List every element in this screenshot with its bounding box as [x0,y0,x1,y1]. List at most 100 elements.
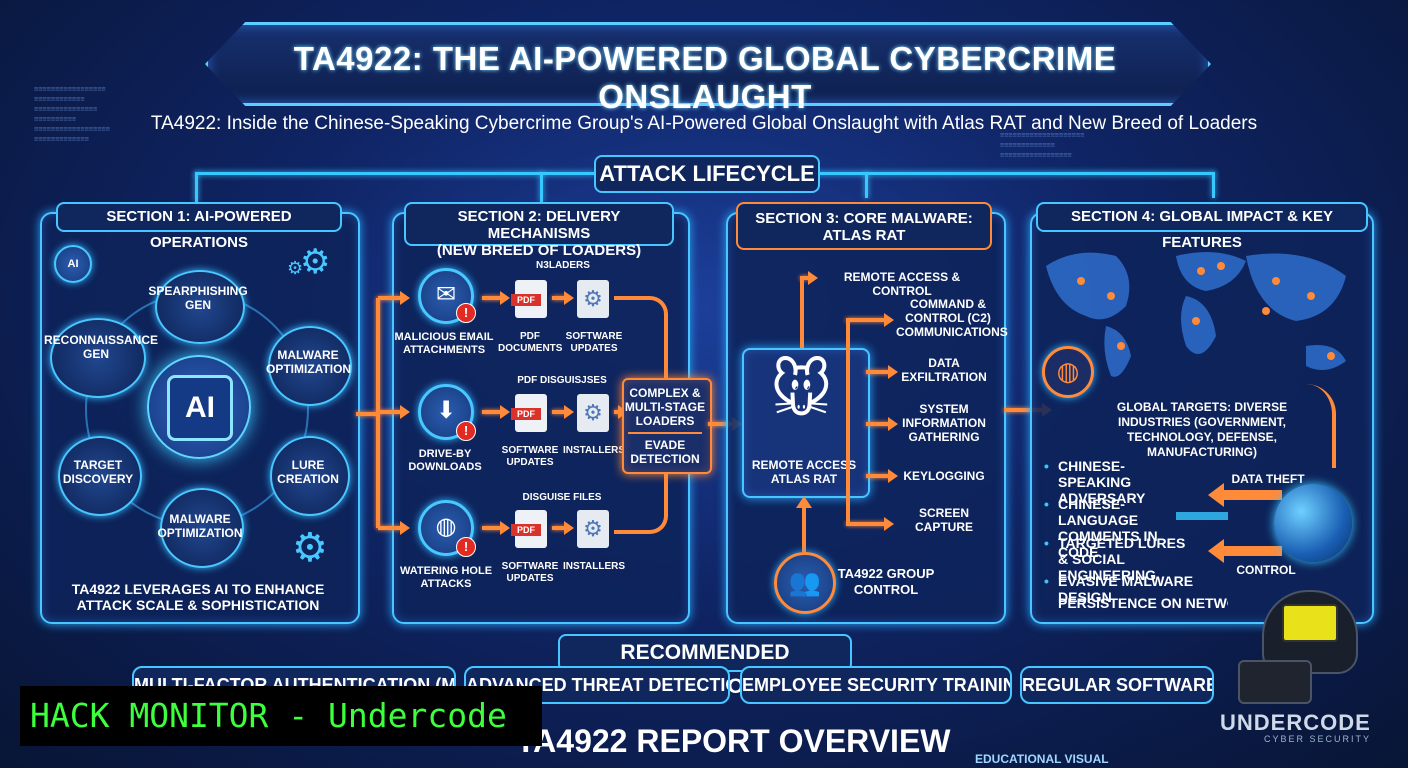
gear-bottom-icon: ⚙ [292,526,328,570]
world-map [1046,252,1346,377]
lifecycle-line-left [195,172,595,175]
control-arrowhead [1208,539,1224,563]
row2-b-label: INSTALLERS [562,445,626,456]
software-update-icon: ⚙ [577,280,609,318]
row2-header: PDF DISGUISJSES [517,375,607,386]
node-malware-optimization-top [268,326,352,406]
cap-arrow-5 [866,469,898,483]
control-label: CONTROL [1236,563,1296,577]
node-lure-creation-label: LURE CREATION [277,458,339,486]
section3-title-line1: SECTION 3: CORE MALWARE: [755,210,973,227]
section4-title: SECTION 4: GLOBAL IMPACT & KEY FEATURES [1036,202,1368,251]
page-subtitle: TA4922: Inside the Chinese-Speaking Cybe… [150,113,1258,134]
gear-icon: ⚙ [300,243,331,281]
rat-mouse-icon: 🐭 [770,357,833,424]
cap-exfiltration: DATA EXFILTRATION [901,356,987,384]
undercode-logo: UNDERCODE [1220,710,1371,735]
group-users-icon: 👥 [774,552,836,614]
section2-title-line1: SECTION 2: DELIVERY MECHANISMS [457,208,621,242]
row1-header: N3LADERS [536,260,590,271]
lifecycle-line-left-drop [195,172,198,202]
loader-box [622,378,712,474]
row3-arrow-b [552,521,574,535]
undercode-logo-sub: CYBER SECURITY [1264,734,1372,744]
row3-b-label: INSTALLERS [562,561,626,572]
cap-remote-access: REMOTE ACCESS & CONTROL [843,270,961,298]
section1-caption: TA4922 LEVERAGES AI TO ENHANCE ATTACK SC… [71,581,325,613]
cap-arrow-4 [866,417,898,431]
globe-target-icon: ◍ [1042,346,1094,398]
cap-arrow-6 [846,517,894,531]
node-spearphishing-label: SPEARPHISHING GEN [148,284,248,312]
mitigation-training: EMPLOYEE SECURITY TRAINING [740,666,1012,704]
section1-title: SECTION 1: AI-POWERED OPERATIONS [56,202,342,251]
page-title: TA4922: THE AI-POWERED GLOBAL CYBERCRIME… [293,40,1117,115]
cap-screen-capture: SCREEN CAPTURE [914,506,973,534]
node-malware-optimization-bottom-label: MALWARE OPTIMIZATION [157,512,243,540]
globe-curve-arrow [1296,384,1336,468]
ai-badge-label: AI [67,258,79,270]
feed-arrow-3 [378,521,410,535]
feed-arrow-2 [378,405,410,419]
code-background: ≡≡≡≡≡≡≡≡≡≡≡≡≡≡≡≡≡≡≡≡≡≡≡≡≡≡≡≡≡≡≡≡≡≡≡≡≡≡≡≡… [34,85,110,143]
row1-arrow-a [482,291,510,305]
pdf-doc-icon: PDF [511,510,547,548]
row1-arrow-b [552,291,574,305]
control-arrow [1222,546,1282,556]
rat-label: REMOTE ACCESS ATLAS RAT [751,458,857,486]
global-targets-label: GLOBAL TARGETS: DIVERSE INDUSTRIES (GOVE… [1116,400,1288,459]
node-malware-optimization-top-label: MALWARE OPTIMIZATION [266,348,352,376]
data-theft-arrow [1222,490,1282,500]
row3-header: DISGUISE FILES [522,492,602,503]
node-lure-creation [270,436,350,516]
row1-a-label: PDF DOCUMENTS [498,331,563,354]
lifecycle-line-right [815,172,1215,175]
group-up-line [802,508,806,552]
pdf-doc-icon: PDF [511,280,547,318]
cap-c2: COMMAND & CONTROL (C2) COMMUNICATIONS [896,297,1008,339]
mascot-screen [1282,604,1338,642]
section3-title-line2: ATLAS RAT [822,227,906,244]
data-theft-arrowhead [1208,483,1224,507]
row2-a-label: SOFTWARE UPDATES [501,445,559,468]
loader-curve-top [614,296,668,378]
row2-source-label: DRIVE-BY DOWNLOADS [408,448,482,473]
node-malware-optimization-bottom [160,488,244,568]
lifecycle-line-s3-drop [865,172,868,198]
row1-b-label: SOFTWARE UPDATES [565,331,623,354]
row2-arrow-b [552,405,574,419]
hack-monitor-text: HACK MONITOR - Undercode [30,696,507,735]
node-target-discovery-label: TARGET DISCOVERY [62,458,134,486]
title-banner [205,22,1211,106]
rat-up-line [800,276,804,348]
group-up-arrowhead [796,496,812,508]
gear-small-icon: ⚙ [287,258,304,278]
loader-box-label: COMPLEX & MULTI-STAGE LOADERS [624,386,706,428]
node-spearphishing [155,270,245,344]
feed-line [356,412,378,416]
feature-5: PERSISTENCE ON NETWORK [1058,595,1228,611]
section2-title: SECTION 2: DELIVERY MECHANISMS (NEW BREE… [404,202,674,259]
loader-curve-bottom [614,474,668,534]
footer-title: TA4922 REPORT OVERVIEW [516,723,951,759]
educational-visual-label: EDUCATIONAL VISUAL [975,752,1109,766]
row3-a-label: SOFTWARE UPDATES [501,561,559,584]
feature-1: CHINESE-SPEAKING ADVERSARY [1044,458,1198,506]
row1-source-label: MALICIOUS EMAIL ATTACHMENTS [394,331,494,356]
row2-arrow-c [614,405,628,419]
code-background-right: ≡≡≡≡≡≡≡≡≡≡≡≡≡≡≡≡≡≡≡≡≡≡≡≡≡≡≡≡≡≡≡≡≡≡≡≡≡≡≡≡… [1000,131,1085,159]
group-control-label: TA4922 GROUP CONTROL [837,566,935,597]
installer-icon: ⚙ [577,394,609,432]
cap-spine [846,318,850,524]
laptop-icon [1238,660,1312,704]
section3-title: SECTION 3: CORE MALWARE: ATLAS RAT [736,202,992,250]
pdf-doc-icon: PDF [511,394,547,432]
ai-badge-icon: AI [54,245,92,283]
alert-badge-icon: ! [456,421,476,441]
mitigation-patching: REGULAR SOFTWARE PATCHING [1020,666,1214,704]
ai-chip-icon: AI [167,375,233,441]
hack-monitor-watermark: HACK MONITOR - Undercode [20,686,542,746]
row3-arrow-a [482,521,510,535]
node-reconnaissance-label: RECONNAISSANCE GEN [44,333,159,361]
feed-arrow-1 [378,291,410,305]
